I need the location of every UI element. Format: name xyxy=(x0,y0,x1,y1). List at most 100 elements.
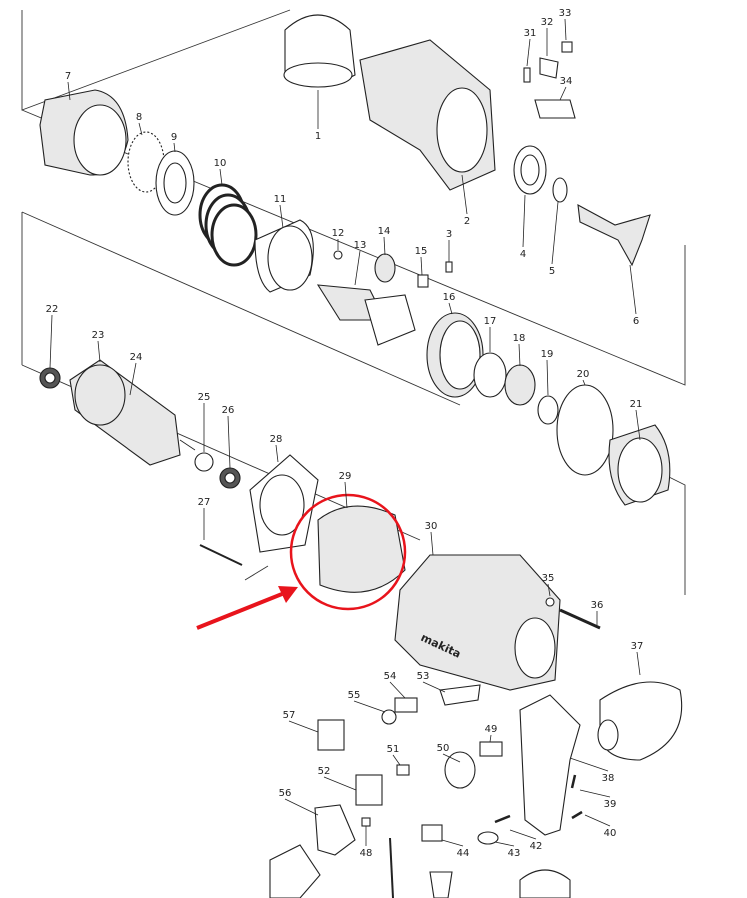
part-label-36: 36 xyxy=(591,600,604,611)
leader-line-2 xyxy=(461,174,468,215)
part-label-20: 20 xyxy=(577,369,590,380)
highlight-part-29 xyxy=(196,493,407,630)
leader-line-35 xyxy=(547,583,551,597)
part-label-26: 26 xyxy=(222,405,235,416)
part-label-38: 38 xyxy=(602,773,615,784)
leader-line-30 xyxy=(430,531,434,556)
part-label-16: 16 xyxy=(443,292,456,303)
leader-line-49 xyxy=(489,734,492,743)
leader-line-31 xyxy=(526,38,531,67)
leader-line-11 xyxy=(279,204,284,229)
leader-line-7 xyxy=(67,81,71,101)
part-label-28: 28 xyxy=(270,434,283,445)
part-label-32: 32 xyxy=(541,17,554,28)
parts: makita xyxy=(39,14,683,898)
part-label-23: 23 xyxy=(92,330,105,341)
leader-line-9 xyxy=(173,142,176,153)
arrow-head-icon xyxy=(278,586,298,603)
part-label-30: 30 xyxy=(425,521,438,532)
leader-line-13 xyxy=(354,250,361,286)
leader-line-42 xyxy=(509,829,537,840)
leader-line-44 xyxy=(441,839,464,847)
leader-line-22 xyxy=(49,314,53,369)
leader-line-6 xyxy=(629,264,637,315)
part-label-1: 1 xyxy=(315,131,321,142)
leader-line-24 xyxy=(129,362,137,396)
leader-line-20 xyxy=(582,379,586,386)
part-label-56: 56 xyxy=(279,788,292,799)
leader-line-53 xyxy=(422,681,446,693)
part-label-9: 9 xyxy=(171,132,177,143)
part-label-48: 48 xyxy=(360,848,373,859)
part-label-15: 15 xyxy=(415,246,428,257)
leader-line-34 xyxy=(559,86,567,101)
part-label-18: 18 xyxy=(513,333,526,344)
part-label-2: 2 xyxy=(464,216,470,227)
leader-line-18 xyxy=(518,343,521,367)
part-label-44: 44 xyxy=(457,848,470,859)
part-label-25: 25 xyxy=(198,392,211,403)
part-label-34: 34 xyxy=(560,76,573,87)
leader-line-15 xyxy=(420,256,423,276)
highlight-arrow xyxy=(196,592,283,630)
leader-line-21 xyxy=(635,409,641,441)
part-label-6: 6 xyxy=(633,316,639,327)
leader-line-56 xyxy=(284,798,319,816)
part-label-11: 11 xyxy=(274,194,287,205)
leader-line-52 xyxy=(323,776,357,791)
part-label-42: 42 xyxy=(530,841,543,852)
part-label-50: 50 xyxy=(437,743,450,754)
part-label-29: 29 xyxy=(339,471,352,482)
part-label-12: 12 xyxy=(332,228,345,239)
leader-line-26 xyxy=(227,415,231,469)
part-label-35: 35 xyxy=(542,573,555,584)
part-label-3: 3 xyxy=(446,229,452,240)
leader-line-54 xyxy=(389,681,406,699)
part-label-39: 39 xyxy=(604,799,617,810)
leader-line-23 xyxy=(97,340,101,363)
leader-line-37 xyxy=(636,651,641,676)
leader-line-28 xyxy=(275,444,279,463)
part-label-13: 13 xyxy=(354,240,367,251)
part-label-52: 52 xyxy=(318,766,331,777)
part-label-49: 49 xyxy=(485,724,498,735)
part-label-4: 4 xyxy=(520,249,526,260)
part-label-55: 55 xyxy=(348,690,361,701)
part-label-40: 40 xyxy=(604,828,617,839)
leader-line-38 xyxy=(569,757,609,772)
part-label-37: 37 xyxy=(631,641,644,652)
leader-line-8 xyxy=(138,122,143,136)
leader-line-19 xyxy=(546,359,549,396)
part-label-53: 53 xyxy=(417,671,430,682)
part-label-31: 31 xyxy=(524,28,537,39)
leader-line-57 xyxy=(288,720,319,733)
part-label-21: 21 xyxy=(630,399,643,410)
part-label-54: 54 xyxy=(384,671,397,682)
part-label-24: 24 xyxy=(130,352,143,363)
leader-line-55 xyxy=(353,700,386,713)
leader-line-29 xyxy=(344,481,348,509)
part-label-33: 33 xyxy=(559,8,572,19)
highlight-circle xyxy=(289,493,407,611)
part-label-8: 8 xyxy=(136,112,142,123)
leader-line-33 xyxy=(564,18,567,41)
leader-line-51 xyxy=(392,754,401,766)
leader-line-10 xyxy=(219,168,223,186)
part-label-7: 7 xyxy=(65,71,71,82)
part-label-43: 43 xyxy=(508,848,521,859)
part-label-51: 51 xyxy=(387,744,400,755)
part-label-10: 10 xyxy=(214,158,227,169)
part-label-5: 5 xyxy=(549,266,555,277)
part-label-22: 22 xyxy=(46,304,59,315)
part-label-19: 19 xyxy=(541,349,554,360)
leader-line-14 xyxy=(383,236,386,256)
part-label-27: 27 xyxy=(198,497,211,508)
leader-line-16 xyxy=(448,302,453,315)
leader-line-40 xyxy=(584,814,611,827)
part-label-57: 57 xyxy=(283,710,296,721)
leader-line-5 xyxy=(551,201,559,265)
leader-line-50 xyxy=(442,753,461,763)
part-labels: 1234567891011121314151617181920212223242… xyxy=(46,8,644,859)
leader-line-43 xyxy=(494,841,515,847)
